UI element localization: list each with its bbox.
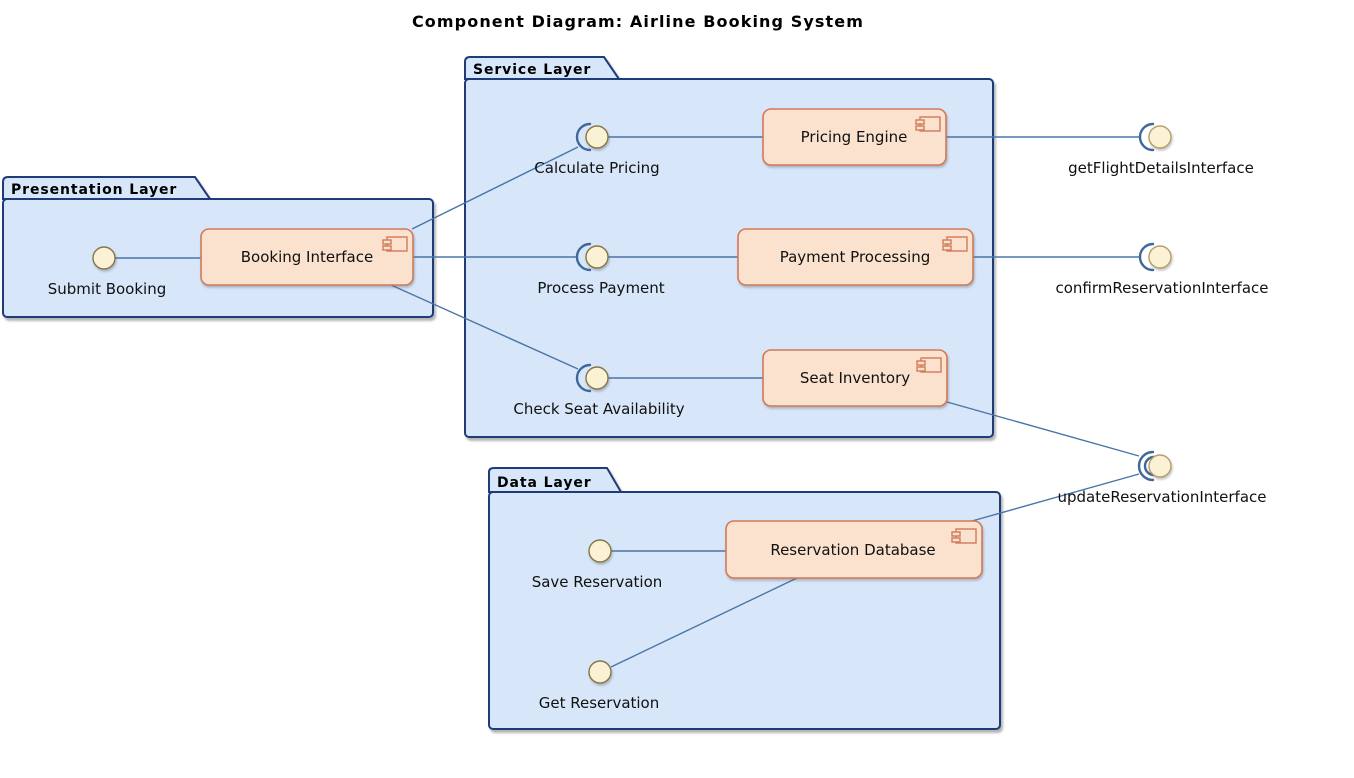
interface-get-flight-details-label: getFlightDetailsInterface [1068, 159, 1254, 177]
component-box [725, 520, 983, 579]
package-tab [464, 56, 621, 80]
port-get-reservation-label: Get Reservation [539, 694, 660, 712]
interface-get-flight-details: getFlightDetailsInterface [1068, 122, 1254, 177]
component-payment-processing-label: Payment Processing [780, 248, 931, 266]
interface-circle [1148, 125, 1172, 149]
package-tab [2, 176, 212, 200]
interface-confirm-reservation-label: confirmReservationInterface [1055, 279, 1268, 297]
socket-icon [1138, 242, 1155, 272]
package-presentation-layer-name: Presentation Layer [11, 182, 177, 198]
package-service-layer-name: Service Layer [473, 62, 591, 78]
port-calculate-pricing: Calculate Pricing [534, 122, 660, 177]
port-calculate-pricing-label: Calculate Pricing [534, 159, 659, 177]
socket-icon [575, 122, 592, 152]
connector-reservation-database-to-update-reservation [971, 473, 1140, 522]
port-circle [585, 245, 609, 269]
interface-confirm-reservation: confirmReservationInterface [1055, 242, 1269, 297]
component-reservation-database: Reservation Database [725, 520, 983, 579]
interface-circle [1148, 454, 1172, 478]
component-box [762, 349, 948, 407]
port-process-payment-label: Process Payment [537, 279, 664, 297]
port-save-reservation-label: Save Reservation [532, 573, 663, 591]
component-icon [915, 116, 941, 132]
socket-icon-inner [1143, 455, 1156, 477]
port-circle [585, 366, 609, 390]
component-icon [382, 236, 408, 252]
port-process-payment: Process Payment [537, 242, 665, 297]
component-seat-inventory-label: Seat Inventory [800, 369, 910, 387]
port-circle [585, 125, 609, 149]
interface-update-reservation-label: updateReservationInterface [1058, 488, 1267, 506]
component-payment-processing: Payment Processing [737, 228, 974, 286]
port-circle [588, 660, 612, 684]
connector-get-reservation-to-reservation-database [610, 577, 798, 668]
port-submit-booking: Submit Booking [48, 246, 167, 298]
port-circle [588, 539, 612, 563]
package-data-layer: Data Layer [488, 467, 1001, 730]
component-icon [951, 528, 977, 544]
connector-booking-interface-to-check-seat-availability [390, 284, 579, 370]
port-check-seat-availability: Check Seat Availability [513, 363, 685, 418]
socket-icon-outer [1137, 450, 1155, 482]
port-get-reservation: Get Reservation [539, 660, 660, 712]
package-service-layer: Service Layer [464, 56, 994, 438]
connector-booking-interface-to-calculate-pricing [411, 146, 579, 230]
component-reservation-database-label: Reservation Database [770, 541, 935, 559]
component-icon [942, 236, 968, 252]
component-seat-inventory: Seat Inventory [762, 349, 948, 407]
port-circle [92, 246, 116, 270]
interface-update-reservation: updateReservationInterface [1058, 450, 1267, 506]
socket-icon [1138, 122, 1155, 152]
component-icon [916, 357, 942, 373]
connectors [115, 136, 1140, 668]
component-booking-interface-label: Booking Interface [241, 248, 373, 266]
component-booking-interface: Booking Interface [200, 228, 414, 286]
component-pricing-engine: Pricing Engine [762, 108, 947, 166]
port-check-seat-availability-label: Check Seat Availability [513, 400, 684, 418]
diagram-title: Component Diagram: Airline Booking Syste… [412, 12, 864, 31]
port-save-reservation: Save Reservation [532, 539, 663, 591]
component-box [200, 228, 414, 286]
socket-icon [575, 363, 592, 393]
component-box [737, 228, 974, 286]
package-body [464, 78, 994, 438]
package-tab [488, 467, 623, 493]
interface-circle [1148, 245, 1172, 269]
package-data-layer-name: Data Layer [497, 475, 592, 491]
component-box [762, 108, 947, 166]
connector-seat-inventory-to-update-reservation [946, 401, 1140, 457]
socket-icon [575, 242, 592, 272]
component-pricing-engine-label: Pricing Engine [801, 128, 908, 146]
port-submit-booking-label: Submit Booking [48, 280, 167, 298]
